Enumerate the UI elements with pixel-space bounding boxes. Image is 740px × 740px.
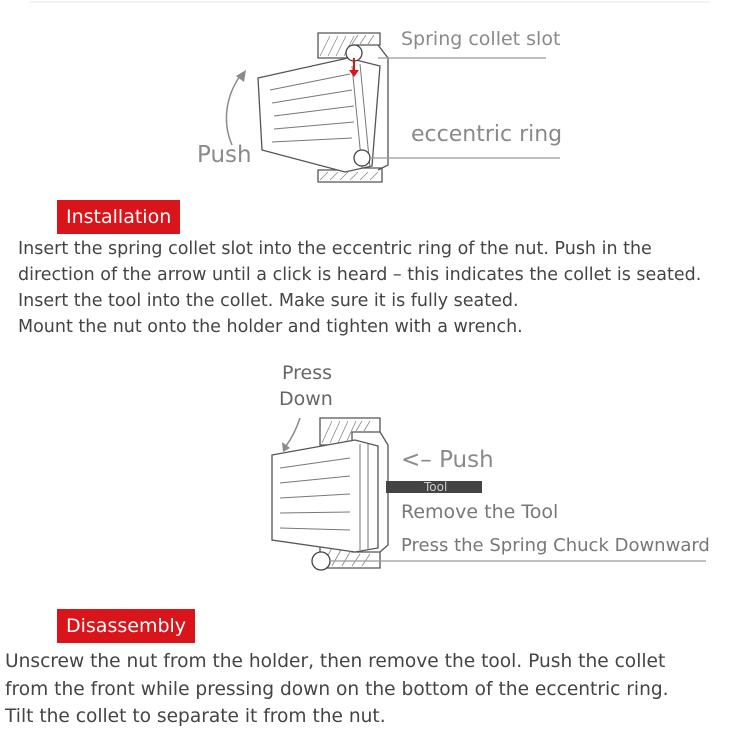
collet-straight	[271, 439, 379, 553]
label-spring-collet-slot: Spring collet slot	[401, 28, 561, 50]
label-eccentric-ring: eccentric ring	[411, 122, 563, 147]
press-down-arrow-icon	[282, 417, 301, 452]
ring-ball	[353, 149, 371, 167]
label-remove-tool: Remove the Tool	[401, 501, 559, 523]
ring-ball-2	[311, 551, 331, 571]
installation-line: Mount the nut onto the holder and tighte…	[18, 317, 523, 337]
installation-text: Insert the spring collet slot into the e…	[18, 236, 701, 340]
label-press: Press	[282, 362, 333, 384]
red-down-arrow-icon	[349, 58, 359, 77]
disassembly-badge: Disassembly	[57, 609, 196, 643]
label-down: Down	[279, 388, 333, 410]
installation-line: Insert the spring collet slot into the e…	[18, 239, 652, 259]
label-push-tool: <– Push	[401, 447, 494, 473]
disassembly-line: Unscrew the nut from the holder, then re…	[5, 651, 666, 672]
label-press-spring-chuck: Press the Spring Chuck Downward	[401, 535, 710, 556]
disassembly-line: from the front while pressing down on th…	[5, 678, 669, 700]
installation-badge: Installation	[57, 200, 181, 234]
label-push: Push	[197, 142, 252, 168]
installation-line: Insert the tool into the collet. Make su…	[18, 291, 519, 311]
installation-line: direction of the arrow until a click is …	[18, 265, 702, 285]
curved-push-arrow-icon	[225, 70, 246, 146]
disassembly-text: Unscrew the nut from the holder, then re…	[5, 648, 669, 731]
tool-bar	[386, 481, 482, 493]
label-tool: Tool	[424, 480, 448, 494]
disassembly-line: Tilt the collet to separate it from the …	[5, 706, 386, 727]
